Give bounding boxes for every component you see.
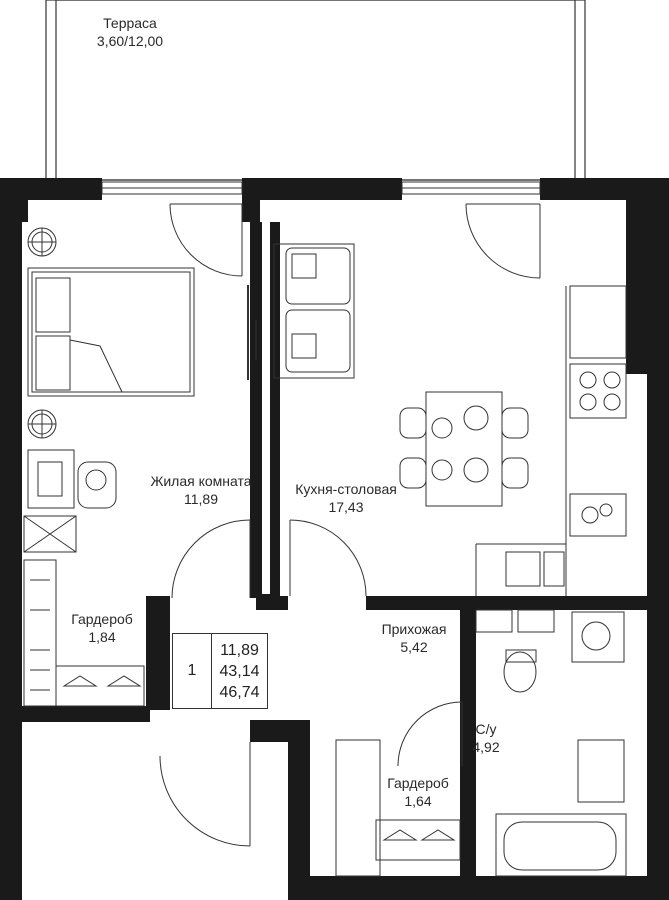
- wardrobe2-label: Гардероб 1,64: [387, 774, 449, 810]
- windows: [101, 181, 541, 195]
- walls: [0, 178, 669, 900]
- rooms-count: 1: [173, 634, 212, 708]
- living-area-value: 11,89: [220, 641, 259, 659]
- wardrobe1-area: 1,84: [88, 629, 116, 645]
- living-furniture: [23, 227, 195, 707]
- bath-area: 4,92: [472, 739, 500, 755]
- terrace-area: 3,60/12,00: [96, 33, 164, 49]
- wardrobe2-name: Гардероб: [387, 775, 449, 791]
- terrace-label: Терраса 3,60/12,00: [97, 14, 163, 50]
- area-summary: 1 11,89 43,14 46,74: [172, 633, 268, 709]
- bath-fixtures: [335, 609, 627, 877]
- total-with-terrace-value: 46,74: [219, 683, 260, 701]
- kitchen-furniture: [273, 243, 627, 596]
- living-area: 11,89: [184, 491, 218, 507]
- kitchen-name: Кухня-столовая: [295, 481, 397, 497]
- doors: [159, 203, 541, 847]
- living-label: Жилая комната 11,89: [150, 472, 251, 508]
- wardrobe2-area: 1,64: [404, 793, 432, 809]
- bath-name: С/у: [475, 721, 497, 737]
- terrace-name: Терраса: [103, 15, 157, 31]
- kitchen-area: 17,43: [328, 499, 364, 515]
- kitchen-label: Кухня-столовая 17,43: [295, 480, 397, 516]
- hall-name: Прихожая: [381, 621, 447, 637]
- hall-area: 5,42: [400, 639, 428, 655]
- living-name: Жилая комната: [150, 473, 252, 489]
- hall-label: Прихожая 5,42: [382, 620, 447, 656]
- wardrobe1-label: Гардероб 1,84: [71, 610, 133, 646]
- area-values: 11,89 43,14 46,74: [212, 634, 267, 708]
- wardrobe1-name: Гардероб: [71, 611, 133, 627]
- bath-label: С/у 4,92: [472, 720, 499, 756]
- total-area-value: 43,14: [219, 662, 260, 680]
